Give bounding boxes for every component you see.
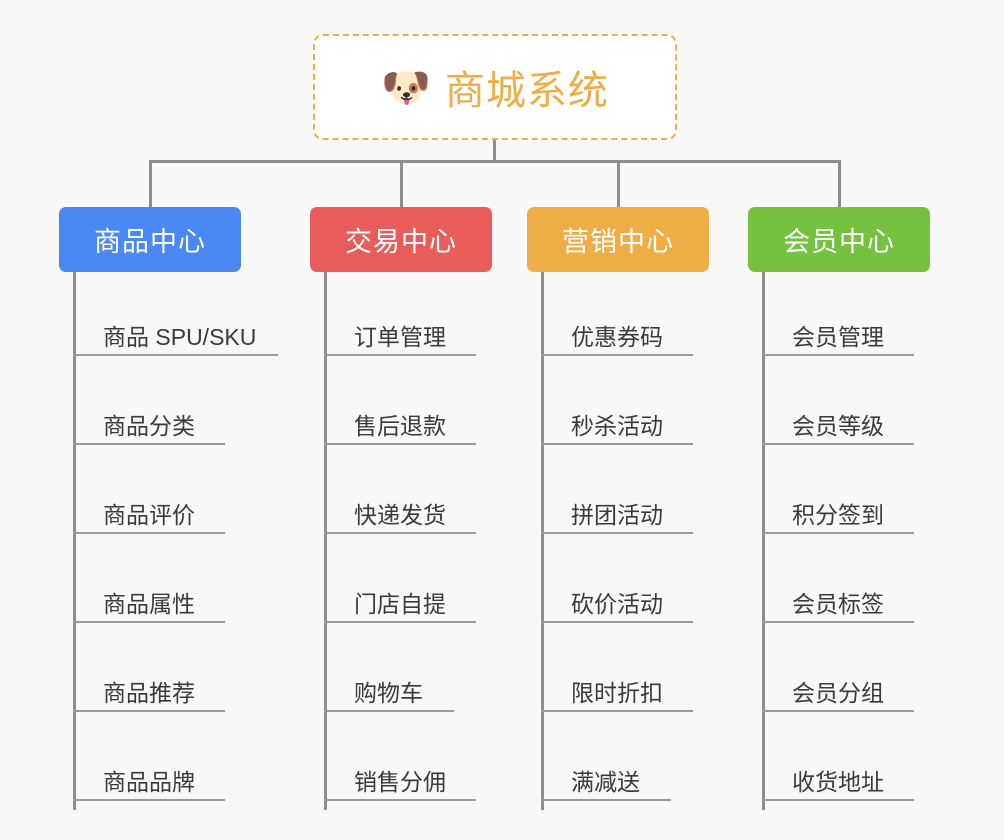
branch-node-1[interactable]: 商品中心 [59,207,241,272]
leaf-item-label: 商品评价 [103,502,195,528]
branch-spine-1 [73,272,76,810]
leaf-item[interactable]: 门店自提 [324,591,476,623]
leaf-item[interactable]: 满减送 [541,769,671,801]
leaf-item-underline [73,532,225,534]
connector-drop-3 [617,160,620,208]
root-node-title: 商城系统 [444,69,609,113]
leaf-item-label: 订单管理 [354,324,446,350]
leaf-item-underline [73,443,225,445]
leaf-item-label: 砍价活动 [571,591,663,617]
leaf-item-underline [324,710,454,712]
leaf-item[interactable]: 售后退款 [324,413,476,445]
leaf-item[interactable]: 商品 SPU/SKU [73,324,278,356]
leaf-item[interactable]: 商品推荐 [73,680,225,712]
branch-spine-2 [324,272,327,810]
leaf-item[interactable]: 商品分类 [73,413,225,445]
leaf-item[interactable]: 会员分组 [762,680,914,712]
leaf-item-underline [762,443,914,445]
connector-drop-2 [400,160,403,208]
leaf-item-underline [762,532,914,534]
branch-node-3[interactable]: 营销中心 [527,207,709,272]
leaf-item[interactable]: 砍价活动 [541,591,693,623]
leaf-item-label: 商品推荐 [103,680,195,706]
branch-node-label: 会员中心 [783,227,895,257]
leaf-item-label: 会员等级 [792,413,884,439]
leaf-item-label: 商品品牌 [103,769,195,795]
leaf-item-label: 商品 SPU/SKU [103,324,257,350]
branch-node-label: 交易中心 [345,227,457,257]
leaf-item[interactable]: 会员管理 [762,324,914,356]
connector-root-stem [493,140,496,163]
leaf-item[interactable]: 购物车 [324,680,454,712]
leaf-item-label: 购物车 [354,680,423,706]
leaf-item-label: 会员标签 [792,591,884,617]
leaf-item[interactable]: 销售分佣 [324,769,476,801]
leaf-item[interactable]: 积分签到 [762,502,914,534]
leaf-item-underline [762,354,914,356]
leaf-item-underline [762,799,914,801]
branch-node-label: 营销中心 [562,227,674,257]
leaf-item-label: 优惠券码 [571,324,663,350]
leaf-item-label: 门店自提 [354,591,446,617]
leaf-item-underline [541,799,671,801]
leaf-item-label: 售后退款 [354,413,446,439]
root-node-mall-system[interactable]: 🐶 商城系统 [313,34,677,140]
leaf-item[interactable]: 会员等级 [762,413,914,445]
leaf-item[interactable]: 拼团活动 [541,502,693,534]
branch-node-4[interactable]: 会员中心 [748,207,930,272]
leaf-item-underline [324,532,476,534]
leaf-item[interactable]: 商品品牌 [73,769,225,801]
leaf-item[interactable]: 会员标签 [762,591,914,623]
leaf-item-label: 会员分组 [792,680,884,706]
leaf-item-underline [73,621,225,623]
leaf-item-underline [73,799,225,801]
leaf-item-underline [762,621,914,623]
leaf-item[interactable]: 商品属性 [73,591,225,623]
leaf-item-label: 限时折扣 [571,680,663,706]
leaf-item-underline [541,532,693,534]
leaf-item-underline [541,443,693,445]
leaf-item[interactable]: 快递发货 [324,502,476,534]
leaf-item-underline [541,710,693,712]
leaf-item-underline [324,621,476,623]
leaf-item[interactable]: 收货地址 [762,769,914,801]
leaf-item-underline [324,443,476,445]
leaf-item-label: 秒杀活动 [571,413,663,439]
leaf-item-label: 商品分类 [103,413,195,439]
dog-face-icon: 🐶 [381,66,431,110]
leaf-item-underline [541,354,693,356]
leaf-item-underline [541,621,693,623]
leaf-item[interactable]: 商品评价 [73,502,225,534]
leaf-item-underline [73,354,278,356]
leaf-item-label: 商品属性 [103,591,195,617]
connector-horizontal-bus [149,160,841,163]
connector-drop-4 [838,160,841,208]
branch-spine-3 [541,272,544,810]
connector-drop-1 [149,160,152,208]
leaf-item-label: 快递发货 [354,502,446,528]
leaf-item[interactable]: 限时折扣 [541,680,693,712]
leaf-item-label: 积分签到 [792,502,884,528]
leaf-item-label: 拼团活动 [571,502,663,528]
leaf-item-underline [324,354,476,356]
leaf-item[interactable]: 秒杀活动 [541,413,693,445]
leaf-item-label: 收货地址 [792,769,884,795]
leaf-item-label: 会员管理 [792,324,884,350]
leaf-item-underline [762,710,914,712]
branch-spine-4 [762,272,765,810]
leaf-item-underline [324,799,476,801]
leaf-item-label: 销售分佣 [354,769,446,795]
leaf-item-underline [73,710,225,712]
leaf-item-label: 满减送 [571,769,640,795]
leaf-item[interactable]: 优惠券码 [541,324,693,356]
leaf-item[interactable]: 订单管理 [324,324,476,356]
branch-node-label: 商品中心 [94,227,206,257]
branch-node-2[interactable]: 交易中心 [310,207,492,272]
